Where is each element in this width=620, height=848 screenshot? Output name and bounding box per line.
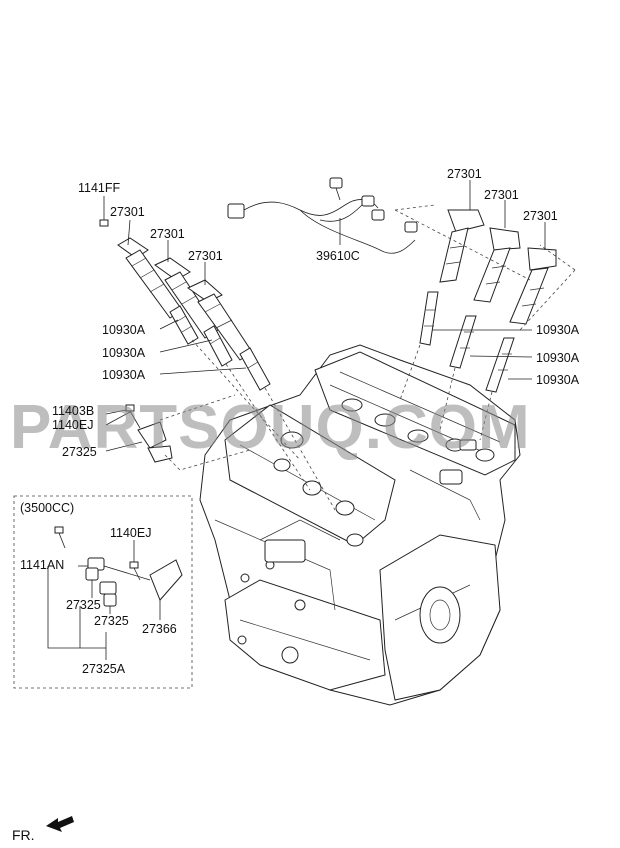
- callout-10930A-right-3[interactable]: 10930A: [536, 373, 580, 387]
- callout-27301-left-2[interactable]: 27301: [150, 227, 185, 241]
- callout-27301-right-3[interactable]: 27301: [523, 209, 558, 223]
- callout-27325A[interactable]: 27325A: [82, 662, 126, 676]
- spark-plug-right-3: [485, 337, 515, 393]
- spark-plug-left-2: [203, 325, 233, 367]
- callout-10930A-left-1[interactable]: 10930A: [102, 323, 146, 337]
- callout-1141AN[interactable]: 1141AN: [20, 558, 64, 572]
- callout-1140EJ-variant[interactable]: 1140EJ: [110, 526, 151, 540]
- callout-11403B[interactable]: 11403B: [52, 404, 94, 418]
- spark-plug-right-1: [419, 291, 439, 346]
- front-direction-label: FR.: [12, 827, 35, 843]
- variant-box: [13, 495, 193, 689]
- callout-27366[interactable]: 27366: [142, 622, 177, 636]
- callout-10930A-right-2[interactable]: 10930A: [536, 351, 580, 365]
- callout-1140EJ-main[interactable]: 1140EJ: [52, 418, 93, 432]
- ignition-coil-left-2: [154, 257, 219, 339]
- callout-27301-right-1[interactable]: 27301: [447, 167, 482, 181]
- engine-block: [199, 344, 521, 706]
- ignition-coil-left-1: [117, 237, 183, 319]
- callout-10930A-right-1[interactable]: 10930A: [536, 323, 580, 337]
- wiring-harness: [227, 177, 418, 254]
- callout-27325-variant-2[interactable]: 27325: [94, 614, 129, 628]
- variant-box-label: (3500CC): [20, 501, 74, 515]
- callout-10930A-left-3[interactable]: 10930A: [102, 368, 146, 382]
- callout-27325-variant-1[interactable]: 27325: [66, 598, 101, 612]
- knock-sensor-variant: [54, 526, 183, 607]
- watermark-text: PARTSOUQ.COM: [10, 393, 531, 462]
- leader-lines: [47, 180, 546, 660]
- callout-39610C[interactable]: 39610C: [316, 249, 360, 263]
- front-direction-arrow-icon: [46, 816, 74, 832]
- ignition-coil-right-3: [509, 247, 557, 325]
- ignition-coil-right-1: [439, 209, 485, 283]
- callout-10930A-left-2[interactable]: 10930A: [102, 346, 146, 360]
- callout-27301-left-3[interactable]: 27301: [188, 249, 223, 263]
- spark-plug-left-3: [239, 347, 271, 391]
- callout-27301-right-2[interactable]: 27301: [484, 188, 519, 202]
- callout-27325-main[interactable]: 27325: [62, 445, 97, 459]
- callout-27301-left-1[interactable]: 27301: [110, 205, 145, 219]
- callout-1141FF[interactable]: 1141FF: [78, 181, 121, 195]
- spark-plug-left-1: [169, 305, 199, 345]
- ignition-coil-right-2: [473, 227, 521, 303]
- knock-sensor-main: [125, 404, 173, 463]
- spark-plug-right-2: [449, 315, 477, 369]
